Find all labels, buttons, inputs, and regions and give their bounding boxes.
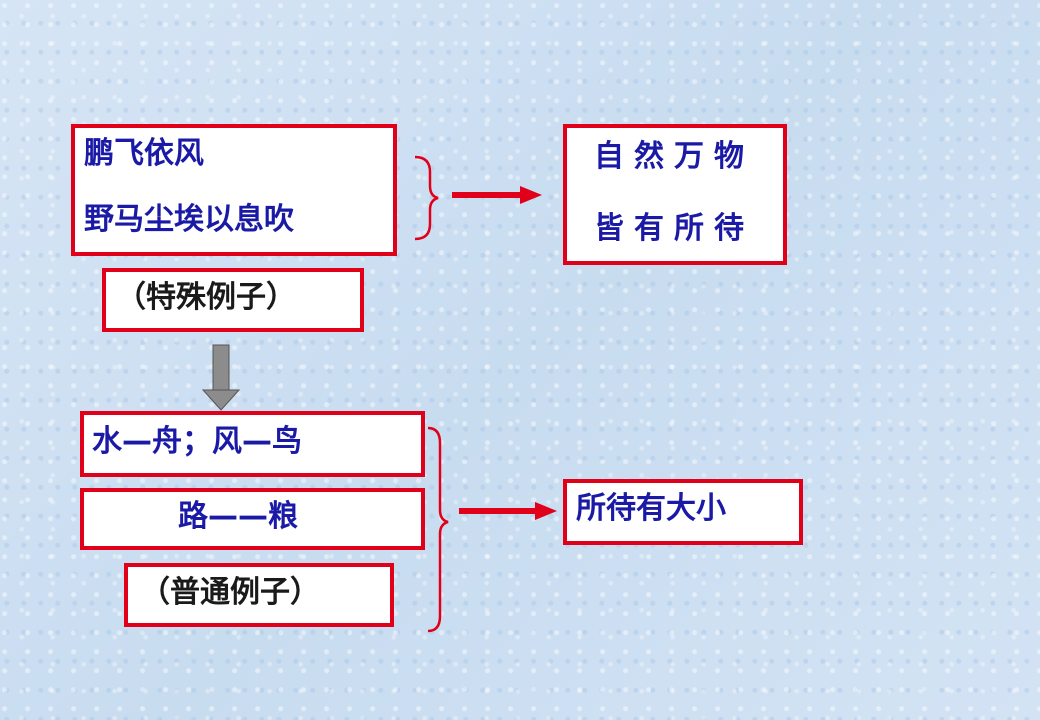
special-conclusion-line-1: 自然万物 bbox=[594, 139, 754, 174]
special-label-box bbox=[102, 268, 364, 332]
down-arrow bbox=[201, 344, 241, 411]
special-conclusion-box bbox=[563, 124, 787, 265]
ordinary-conclusion-box bbox=[563, 479, 803, 545]
top-right-arrow bbox=[452, 186, 542, 204]
bottom-right-arrow bbox=[459, 502, 557, 520]
special-example-line-1: 鹏飞依风 bbox=[84, 136, 204, 171]
ordinary-item-1-box bbox=[80, 411, 425, 477]
ordinary-item-2: 路——粮 bbox=[178, 499, 298, 534]
ordinary-label-box bbox=[124, 563, 394, 627]
special-examples-box bbox=[71, 124, 397, 256]
ordinary-item-2-box bbox=[80, 488, 425, 550]
special-conclusion-line-2: 皆有所待 bbox=[594, 211, 754, 246]
ordinary-label: （普通例子） bbox=[140, 575, 320, 610]
ordinary-item-1: 水—舟；风—鸟 bbox=[92, 424, 302, 459]
top-right-brace bbox=[414, 155, 439, 241]
ordinary-conclusion: 所待有大小 bbox=[576, 491, 726, 526]
bottom-right-brace bbox=[427, 426, 449, 633]
special-label: （特殊例子） bbox=[116, 280, 296, 315]
special-example-line-2: 野马尘埃以息吹 bbox=[84, 202, 294, 237]
